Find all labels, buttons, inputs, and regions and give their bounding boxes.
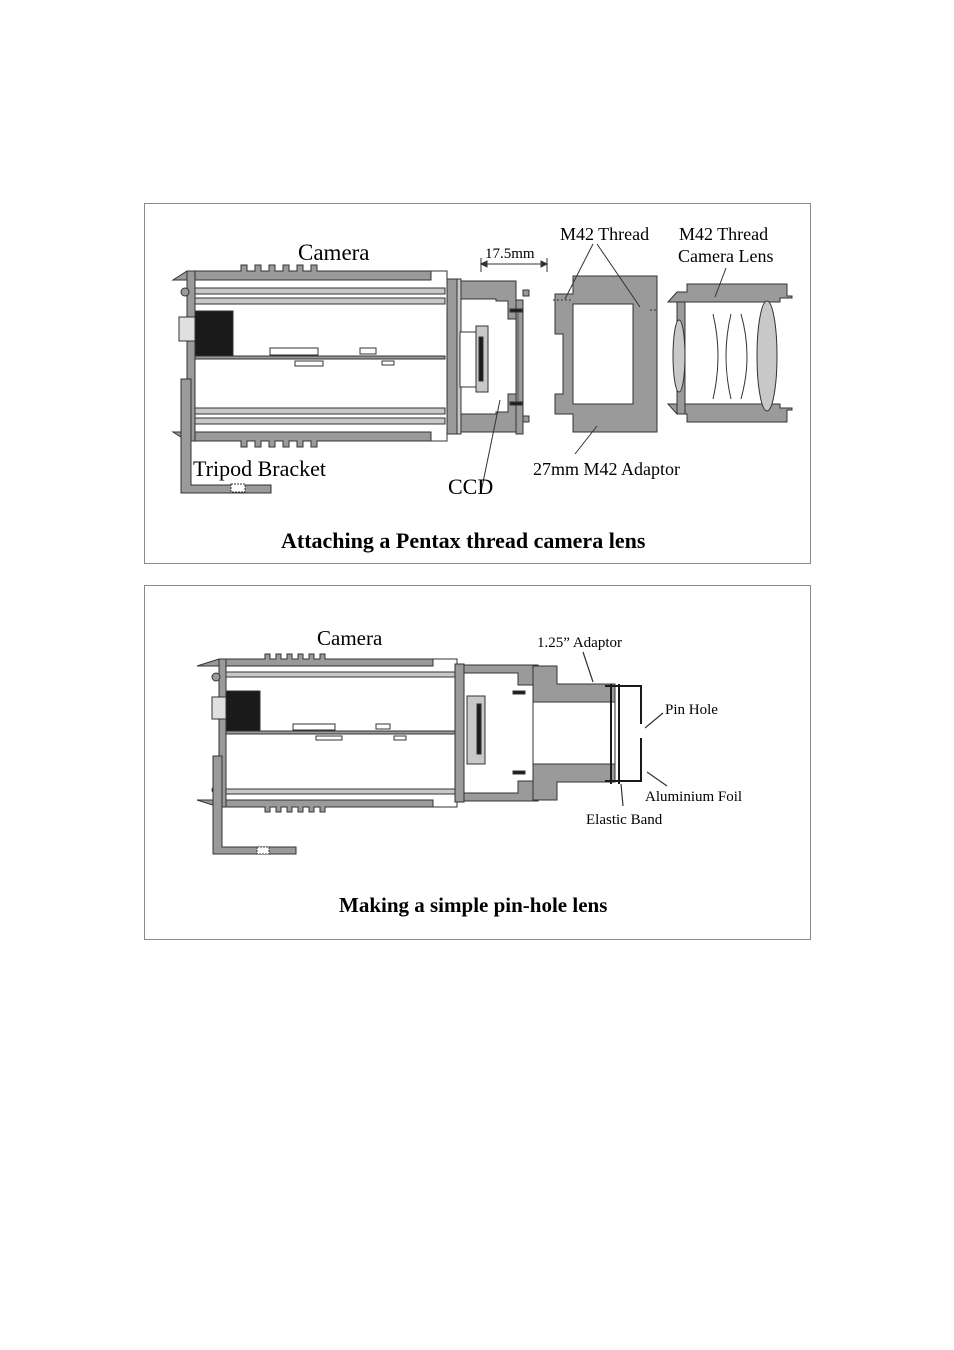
adaptor-tube bbox=[533, 666, 615, 800]
m42-thread-label: M42 Thread bbox=[560, 224, 649, 244]
camera-body bbox=[173, 265, 461, 447]
elastic-band-label: Elastic Band bbox=[586, 812, 663, 828]
tripod-label: Tripod Bracket bbox=[193, 456, 326, 481]
diagram-caption: Attaching a Pentax thread camera lens bbox=[281, 528, 646, 553]
ccd-sensor bbox=[460, 326, 488, 392]
diagram-panel-pentax-lens: Camera 17.5mm M42 Thread M42 Thread Came… bbox=[144, 203, 811, 564]
front-mount bbox=[464, 665, 538, 801]
aluminium-foil-and-band bbox=[605, 684, 641, 784]
camera-label: Camera bbox=[298, 240, 370, 265]
dimension-label: 17.5mm bbox=[485, 246, 535, 262]
ccd-label: CCD bbox=[448, 474, 493, 499]
camera-lens bbox=[668, 284, 792, 422]
pentax-lens-diagram: Camera 17.5mm M42 Thread M42 Thread Came… bbox=[145, 204, 812, 565]
camera-label: Camera bbox=[317, 626, 383, 650]
pinhole-lens-diagram: Camera 1.25” Adaptor Pin Hole Aluminium … bbox=[145, 586, 812, 941]
camera-body bbox=[197, 654, 464, 812]
aluminium-foil-label: Aluminium Foil bbox=[645, 789, 742, 805]
pin-hole-label: Pin Hole bbox=[665, 702, 718, 718]
m42-adaptor bbox=[553, 276, 657, 432]
lens-label-line1: M42 Thread bbox=[679, 224, 768, 244]
lens-label-line2: Camera Lens bbox=[678, 246, 773, 266]
diagram-panel-pinhole-lens: Camera 1.25” Adaptor Pin Hole Aluminium … bbox=[144, 585, 811, 940]
adaptor-label: 1.25” Adaptor bbox=[537, 635, 622, 651]
diagram-caption: Making a simple pin-hole lens bbox=[339, 893, 607, 917]
adaptor-label: 27mm M42 Adaptor bbox=[533, 459, 680, 479]
